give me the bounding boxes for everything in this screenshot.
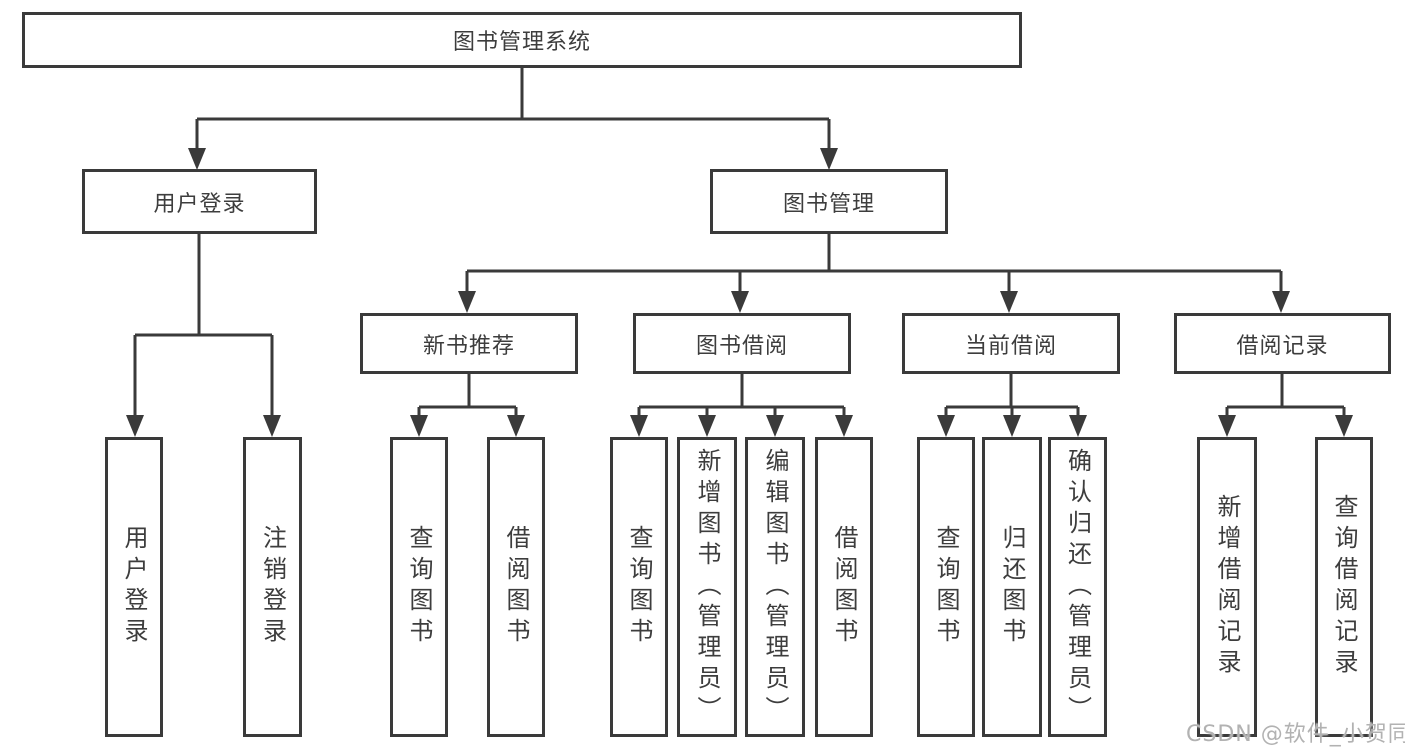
node-current-borrowing: 当前借阅 — [902, 313, 1120, 374]
arrowheads — [126, 148, 1353, 437]
node-book-management: 图书管理 — [710, 169, 948, 234]
connector-paths — [133, 68, 1346, 417]
leaf-return-books: 归还图书 — [982, 437, 1042, 737]
leaf-confirm-return-admin: 确认归还（管理员） — [1048, 437, 1107, 737]
leaf-logout: 注销登录 — [243, 437, 302, 737]
leaf-borrow-books: 借阅图书 — [487, 437, 545, 737]
leaf-add-borrow-record: 新增借阅记录 — [1197, 437, 1257, 737]
leaf-user-login: 用户登录 — [105, 437, 163, 737]
node-book-borrowing: 图书借阅 — [633, 313, 851, 374]
leaf-edit-book-admin: 编辑图书（管理员） — [745, 437, 805, 737]
leaf-add-book-admin: 新增图书（管理员） — [677, 437, 737, 737]
node-library-management-system: 图书管理系统 — [22, 12, 1022, 68]
node-user-login: 用户登录 — [82, 169, 317, 234]
leaf-query-books-2: 查询图书 — [610, 437, 668, 737]
leaf-query-books-3: 查询图书 — [917, 437, 975, 737]
csdn-watermark: CSDN @软件_小贺同学 — [1186, 722, 1405, 747]
node-new-book-recommendation: 新书推荐 — [360, 313, 578, 374]
leaf-query-books: 查询图书 — [390, 437, 448, 737]
node-borrowing-records: 借阅记录 — [1174, 313, 1391, 374]
leaf-borrow-books-2: 借阅图书 — [815, 437, 873, 737]
leaf-query-borrow-record: 查询借阅记录 — [1315, 437, 1373, 737]
